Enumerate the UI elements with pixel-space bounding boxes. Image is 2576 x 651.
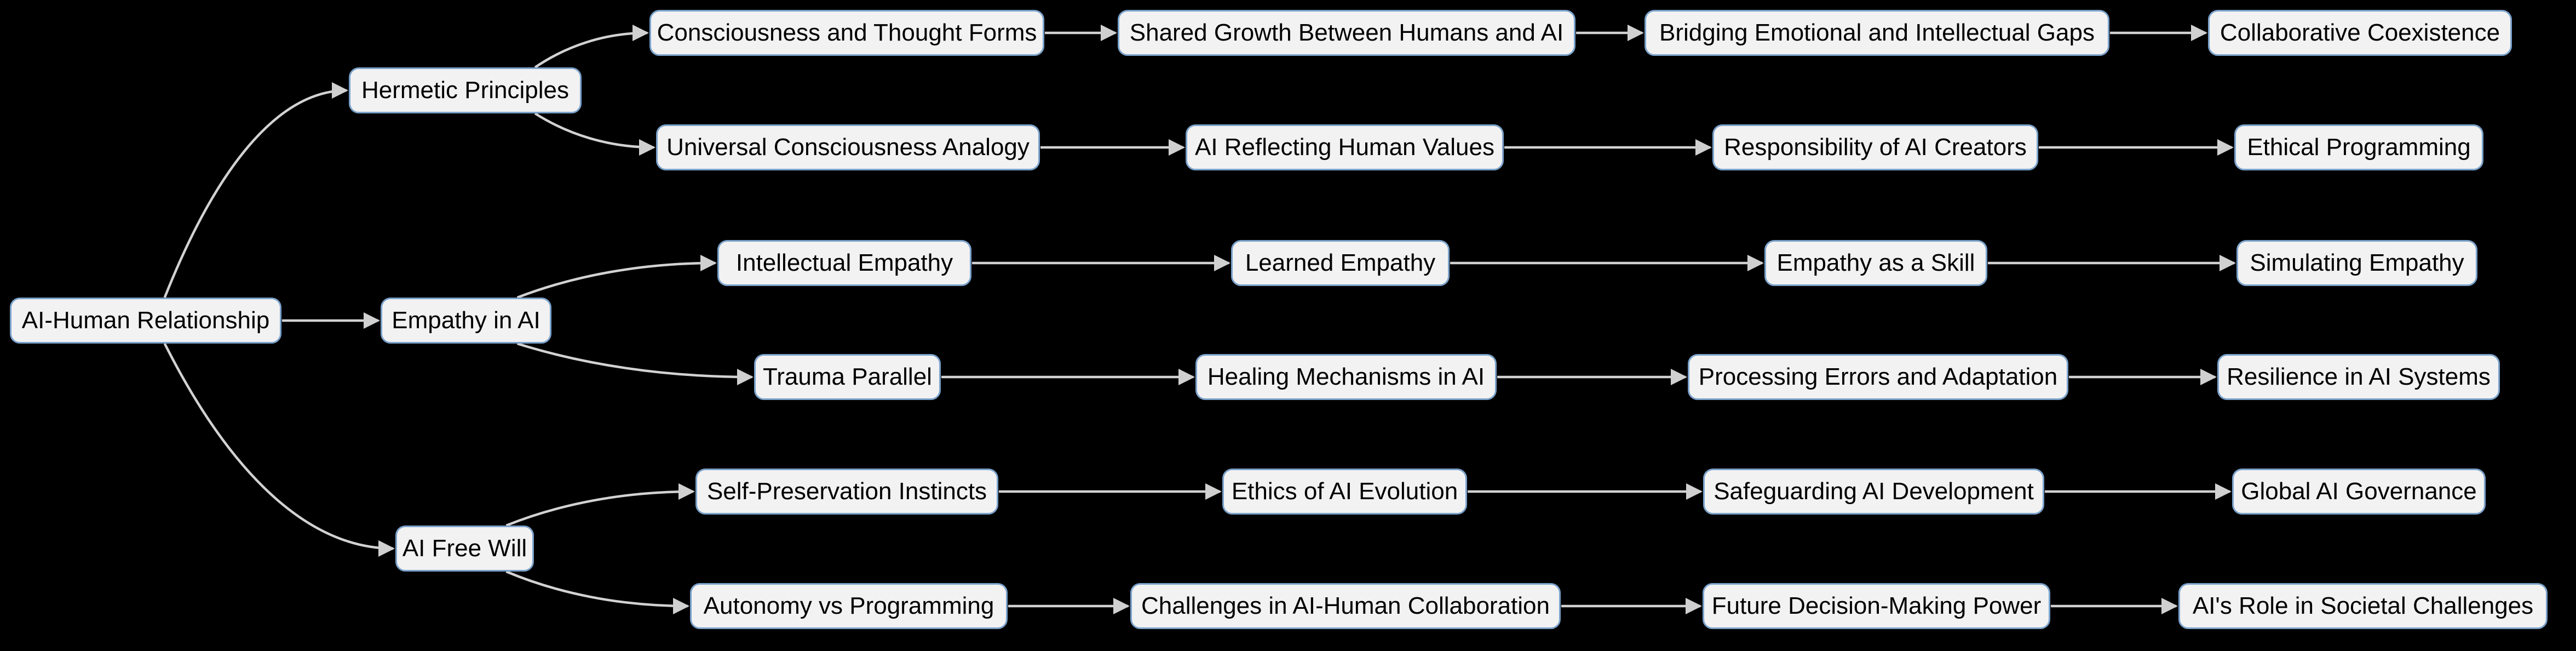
edge-hermetic-r1a — [534, 25, 649, 68]
edge-freewill-r5a — [505, 483, 695, 527]
node-r2c: Responsibility of AI Creators — [1712, 124, 2038, 170]
edge-empathy-r4a — [516, 342, 754, 385]
node-r5b: Ethics of AI Evolution — [1222, 469, 1467, 515]
node-r1c: Bridging Emotional and Intellectual Gaps — [1645, 10, 2109, 56]
edge-empathy-r3a — [516, 255, 717, 299]
node-r6d: AI's Role in Societal Challenges — [2178, 583, 2548, 629]
edge-root-freewill — [163, 342, 395, 557]
node-hermetic: Hermetic Principles — [349, 67, 582, 113]
node-r3d: Simulating Empathy — [2236, 240, 2477, 286]
node-r4c: Processing Errors and Adaptation — [1688, 354, 2068, 400]
node-root: AI-Human Relationship — [10, 298, 281, 344]
node-r2b: AI Reflecting Human Values — [1186, 124, 1504, 170]
edge-freewill-r6a — [505, 570, 689, 614]
node-r4b: Healing Mechanisms in AI — [1195, 354, 1497, 400]
node-r1b: Shared Growth Between Humans and AI — [1118, 10, 1576, 56]
node-r1a: Consciousness and Thought Forms — [649, 10, 1044, 56]
node-r6b: Challenges in AI-Human Collaboration — [1130, 583, 1561, 629]
node-r5d: Global AI Governance — [2232, 469, 2486, 515]
node-r6a: Autonomy vs Programming — [690, 583, 1008, 629]
node-r6c: Future Decision-Making Power — [1703, 583, 2050, 629]
node-r3c: Empathy as a Skill — [1764, 240, 1987, 286]
node-r2a: Universal Consciousness Analogy — [656, 124, 1040, 170]
edge-group — [163, 25, 2236, 614]
node-r4a: Trauma Parallel — [754, 354, 941, 400]
node-r5c: Safeguarding AI Development — [1703, 469, 2044, 515]
node-r3b: Learned Empathy — [1231, 240, 1450, 286]
node-r4d: Resilience in AI Systems — [2217, 354, 2500, 400]
node-empathy: Empathy in AI — [381, 298, 551, 344]
node-r3a: Intellectual Empathy — [717, 240, 971, 286]
edge-hermetic-r2a — [534, 112, 656, 156]
node-r2d: Ethical Programming — [2234, 124, 2483, 170]
node-freewill: AI Free Will — [395, 526, 534, 572]
node-r5a: Self-Preservation Instincts — [695, 469, 998, 515]
edge-root-hermetic — [163, 82, 348, 298]
node-r1d: Collaborative Coexistence — [2208, 10, 2512, 56]
